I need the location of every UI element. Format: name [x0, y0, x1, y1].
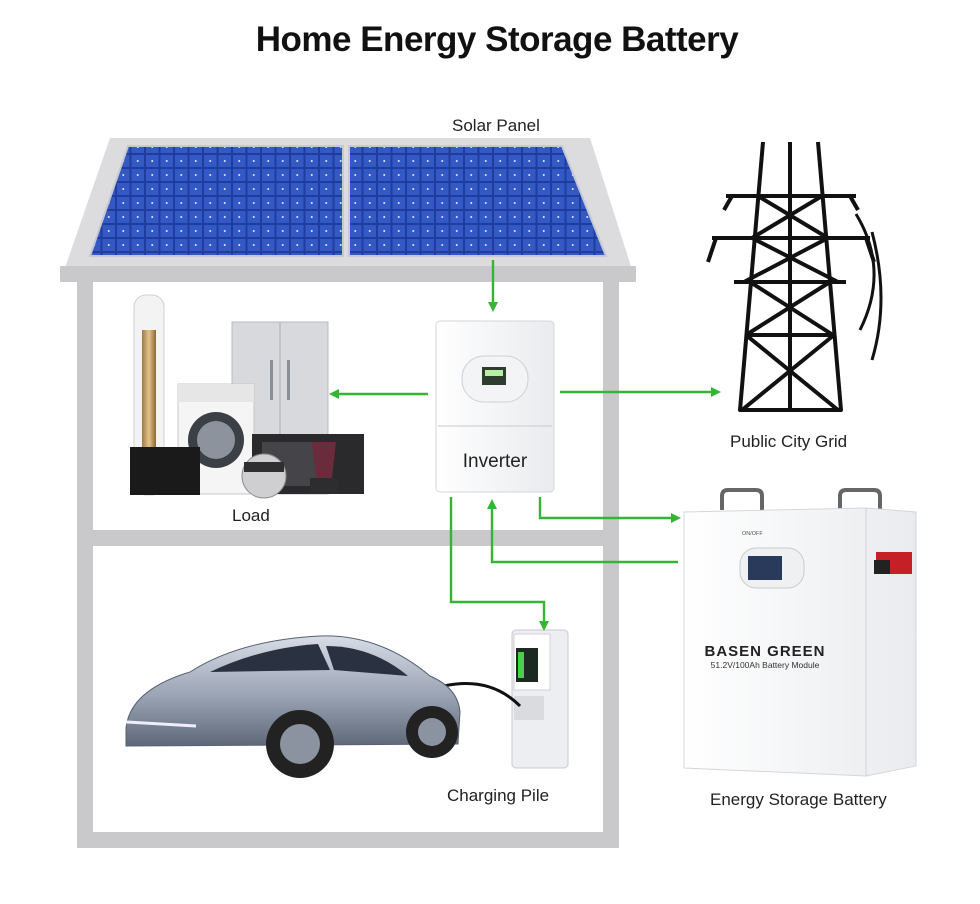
charging-pile-label: Charging Pile: [447, 786, 550, 805]
inverter-unit: [435, 320, 555, 493]
arrow-inverter-to-charging-pile: [449, 497, 550, 632]
energy-storage-battery-label: Energy Storage Battery: [710, 790, 887, 809]
battery-model-text: 51.2V/100Ah Battery Module: [711, 660, 820, 670]
flow-arrows: [328, 260, 722, 632]
charging-pile-device: [443, 629, 569, 769]
electric-car: [125, 635, 461, 778]
storage-battery-device: BASEN GREEN 51.2V/100Ah Battery Module O…: [683, 488, 917, 777]
load-label: Load: [232, 506, 270, 525]
load-appliances: [130, 294, 364, 499]
arrow-inverter-to-battery: [538, 497, 682, 524]
public-city-grid-label: Public City Grid: [730, 432, 848, 451]
battery-switch-text: ON/OFF: [742, 531, 763, 537]
inverter-label: Inverter: [463, 451, 528, 472]
solar-panel-label: Solar Panel: [452, 116, 540, 135]
page-title: Home Energy Storage Battery: [255, 20, 739, 59]
power-tower: [706, 141, 883, 412]
arrow-battery-to-inverter: [486, 498, 678, 564]
battery-brand-text: BASEN GREEN: [704, 643, 825, 660]
solar-panel: [88, 145, 608, 257]
